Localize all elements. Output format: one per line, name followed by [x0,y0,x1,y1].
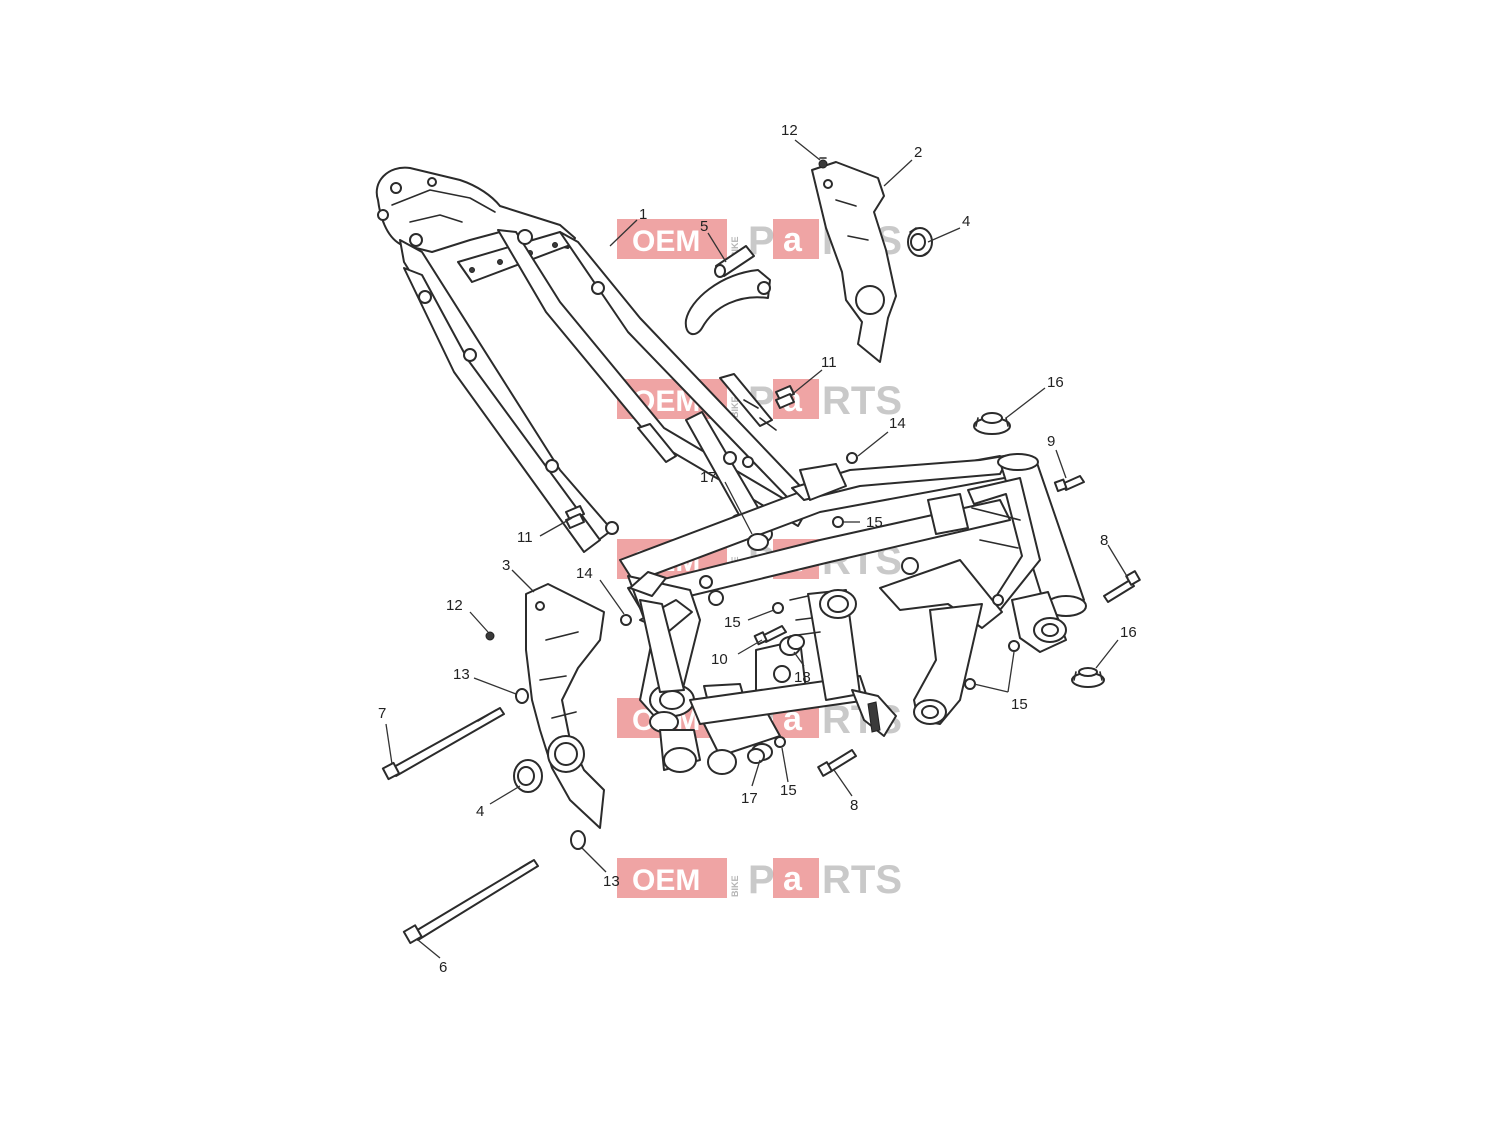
watermark-5: OEM BIKE P a RTS [617,858,902,902]
callout-16-lower: 16 [1120,624,1137,641]
bolt-11-lower [565,505,585,529]
nut-14-right [846,452,858,464]
spacer-18 [779,634,805,656]
callout-14-left: 14 [576,565,593,582]
callout-11-lower: 11 [517,529,533,546]
callout-12-left: 12 [446,597,463,614]
bolt-12-left [485,631,495,641]
callout-4-lower: 4 [476,803,484,820]
rail-bracket-left [637,423,677,463]
collar-4-top [907,227,933,257]
watermark-a-text: a [783,860,803,898]
spacer-17-upper [747,533,769,551]
mount-rubber-16-top [973,412,1011,435]
callout-10: 10 [711,651,728,668]
nut-15-right-b [964,678,976,690]
watermark-rts-text: RTS [822,379,902,423]
watermark-1: OEM BIKE P a RTS [617,219,902,263]
left-lower-rail [403,267,601,553]
callout-9: 9 [1047,433,1055,450]
callout-5: 5 [700,218,708,235]
watermark-p-text: P [748,858,775,902]
rail-bracket-mid [719,373,773,427]
watermark-a-text: a [783,221,803,259]
nut-14-left [620,614,632,626]
watermark-bike-text: BIKE [730,236,740,258]
washer-13-lower [570,830,586,850]
bracket-5 [684,245,771,336]
spacer-17-lower [747,743,773,764]
callout-13-upper: 13 [453,666,470,683]
bolt-11-upper [775,385,795,409]
callout-7: 7 [378,705,386,722]
watermark-rts-text: RTS [822,858,902,902]
callout-2: 2 [914,144,922,161]
bolt-8-lower [817,749,857,777]
bolt-6 [402,859,539,945]
callout-3: 3 [502,557,510,574]
mount-rubber-16-lower [1071,667,1105,688]
headstock [967,453,1087,653]
callout-16-top: 16 [1047,374,1064,391]
callout-8-right: 8 [1100,532,1108,549]
callout-15-mid: 15 [724,614,741,631]
bolt-10 [753,625,787,646]
callout-12-top: 12 [781,122,798,139]
callout-1: 1 [639,206,647,223]
bolt-12-top [818,157,828,169]
left-upper-rail [399,239,613,543]
callout-18: 18 [794,669,811,686]
callout-8-lower: 8 [850,797,858,814]
nut-15-lower [774,736,786,748]
callout-4-top: 4 [962,213,970,230]
watermark-oem-text: OEM [632,864,700,897]
collar-4-lower [513,759,543,793]
rear-pivot-section [627,571,897,775]
side-cover-plate-left [525,583,605,829]
spine-gusset [927,493,969,535]
watermark-bike-text: BIKE [730,875,740,897]
callout-14-right: 14 [889,415,906,432]
leader-lines [385,139,1129,959]
callout-6: 6 [439,959,447,976]
bolt-9 [1053,475,1085,493]
bolt-7 [381,707,505,781]
bolt-8-right [1103,570,1141,603]
callout-11-upper: 11 [821,354,837,371]
callout-labels: 1 2 3 4 4 5 6 7 8 8 9 10 11 11 12 12 13 … [378,122,1137,976]
callout-15-lower: 15 [780,782,797,799]
watermark-bike-text: BIKE [730,396,740,418]
callout-15-right: 15 [1011,696,1028,713]
callout-15-upper: 15 [866,514,883,531]
nut-15-upper [832,516,844,528]
callout-17-lower: 17 [741,790,758,807]
nut-15-right-a [1008,640,1020,652]
nut-15-mid [772,602,784,614]
callout-13-lower: 13 [603,873,620,890]
callout-17-upper: 17 [700,469,717,486]
watermark-oem-text: OEM [632,225,700,258]
washer-13-upper [515,688,529,704]
